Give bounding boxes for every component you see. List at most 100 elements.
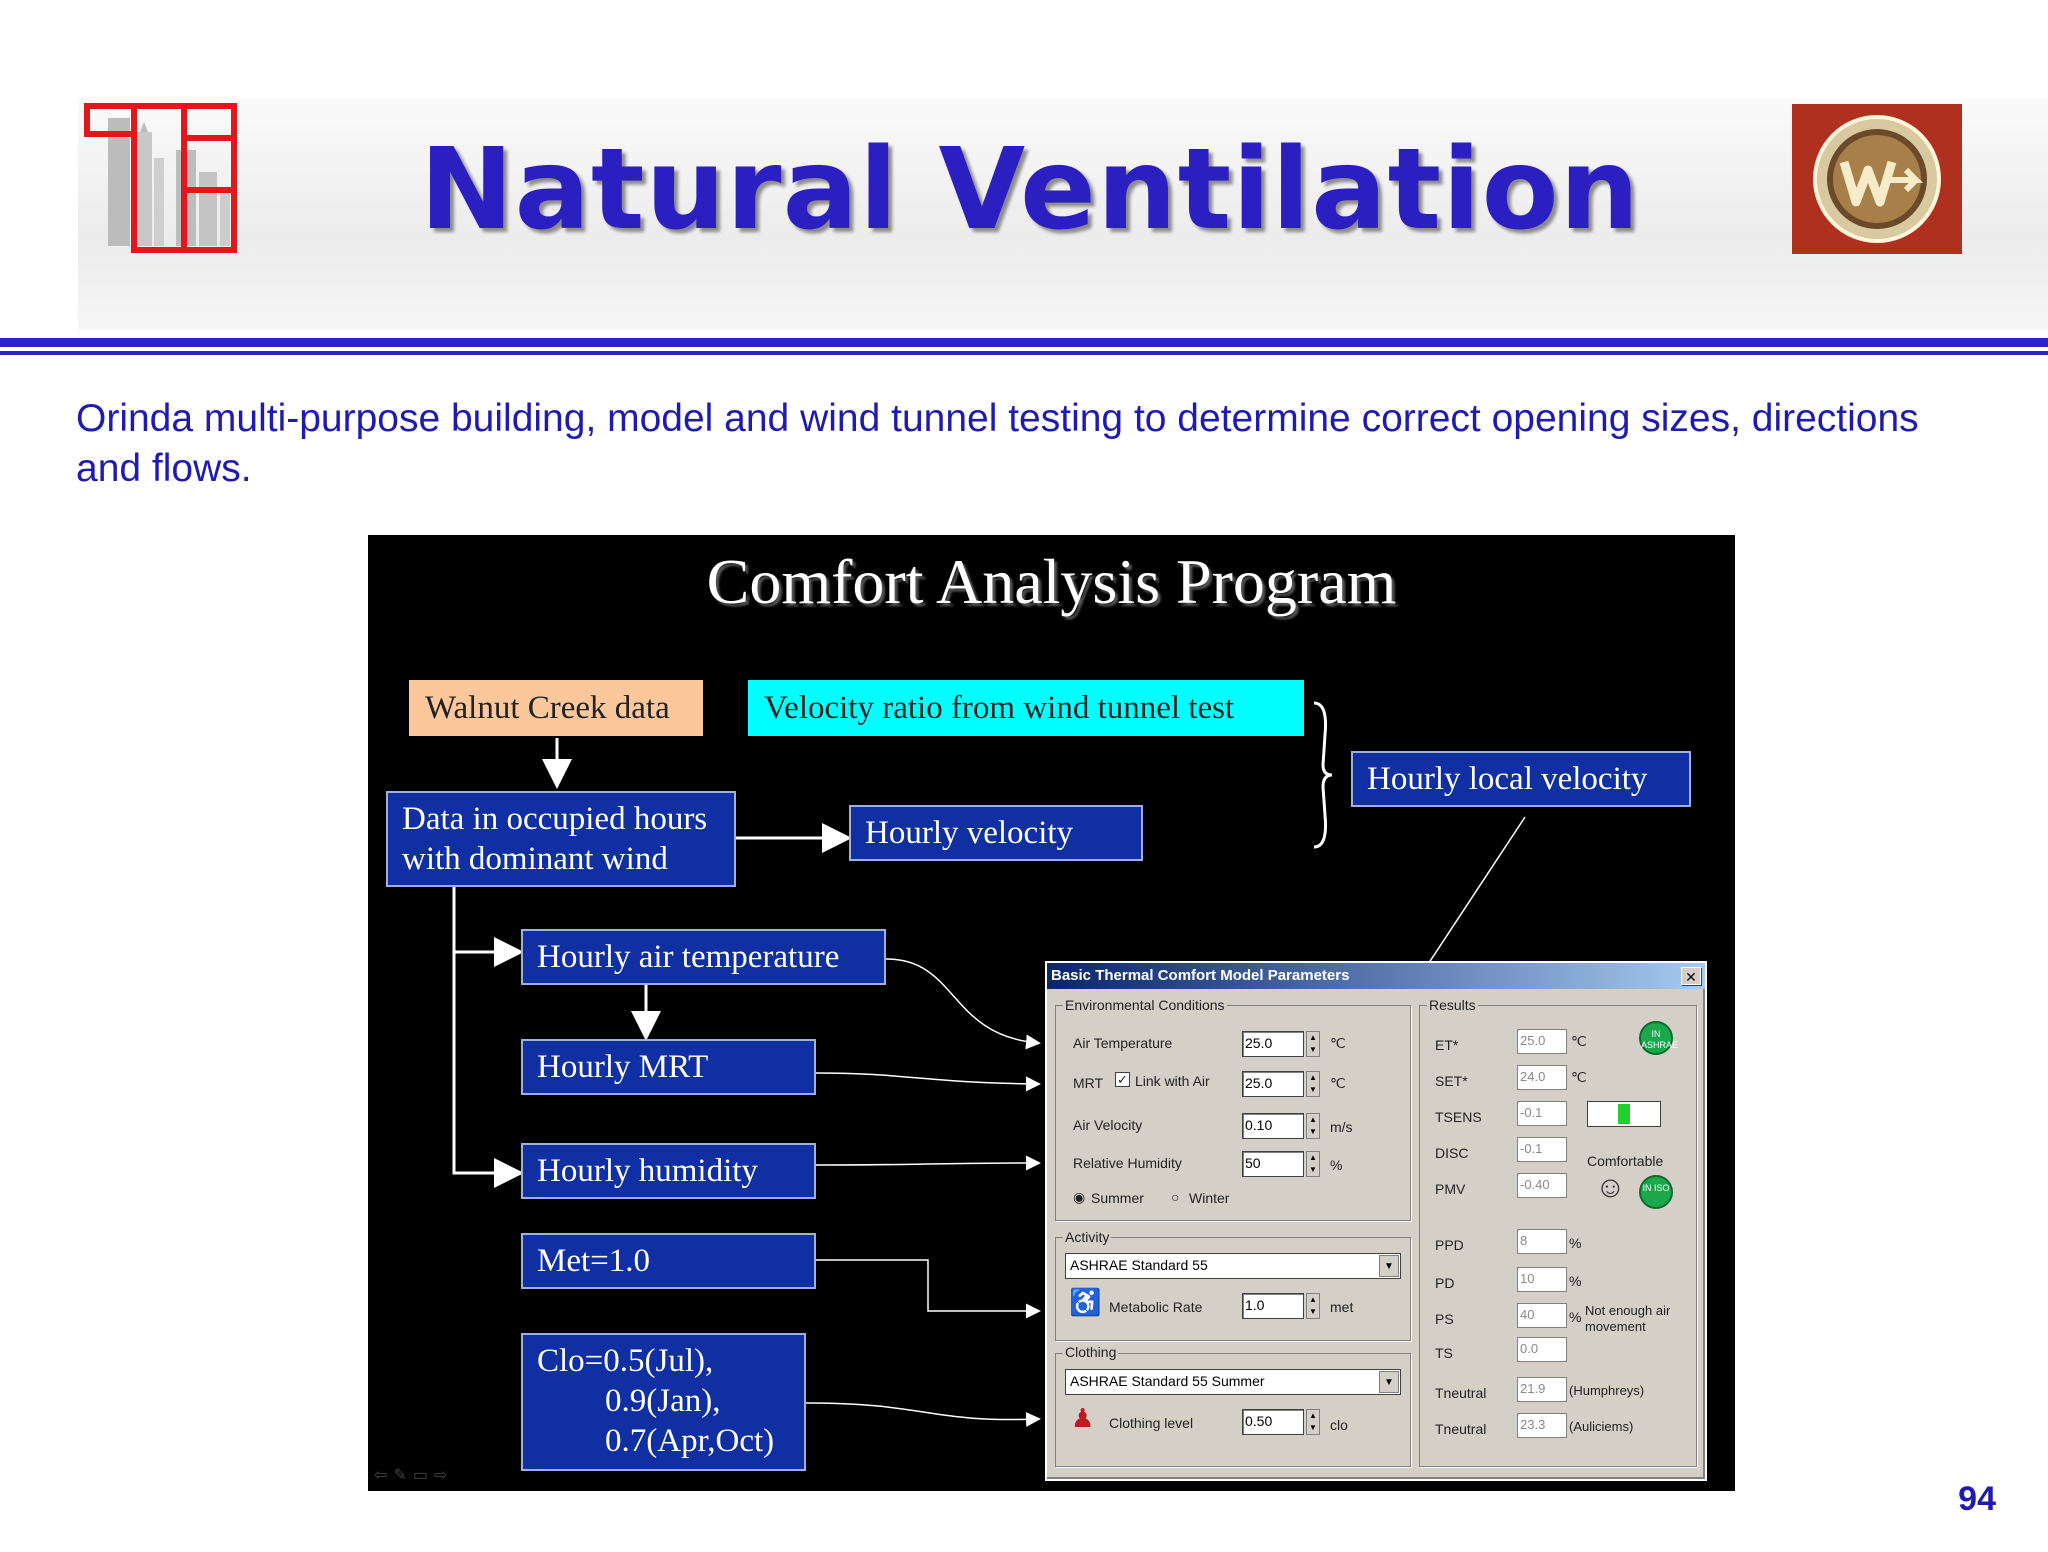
clo-box: Clo=0.5(Jul), 0.9(Jan), 0.7(Apr,Oct): [521, 1333, 806, 1471]
result-pd-unit: %: [1569, 1273, 1582, 1289]
air-velocity-unit: m/s: [1330, 1119, 1353, 1135]
result-tneutral-humphreys-value: 21.9: [1517, 1377, 1567, 1402]
result-pmv-label: PMV: [1435, 1181, 1466, 1197]
person-seated-icon: ♿: [1069, 1287, 1102, 1317]
result-tneutral-humphreys-label: Tneutral: [1435, 1385, 1487, 1401]
clothing-level-input[interactable]: 0.50: [1242, 1409, 1304, 1435]
relative-humidity-spinner[interactable]: ▲▼: [1306, 1151, 1320, 1177]
clo-line3: 0.7(Apr,Oct): [605, 1423, 775, 1459]
result-ppd-value: 8: [1517, 1229, 1567, 1254]
air-velocity-input[interactable]: 0.10: [1242, 1113, 1304, 1139]
figure-title: Comfort Analysis Program: [706, 546, 1397, 617]
title-rule-thick: [0, 338, 2048, 347]
degree-unit-icon: ℃: [1571, 1033, 1587, 1049]
result-ppd-unit: %: [1569, 1235, 1582, 1251]
comfort-parameters-dialog: Basic Thermal Comfort Model Parameters ✕…: [1045, 961, 1707, 1481]
chevron-down-icon[interactable]: ▼: [1379, 1371, 1399, 1393]
tsens-scale-indicator: [1618, 1104, 1630, 1124]
clothing-group: [1055, 1353, 1411, 1467]
in-ashrae-badge-icon: IN ASHRAE: [1639, 1021, 1678, 1055]
hourly-local-velocity-box: Hourly local velocity: [1351, 751, 1691, 807]
result-tsens-value: -0.1: [1517, 1101, 1567, 1126]
clo-line2: 0.9(Jan),: [605, 1383, 721, 1419]
slideshow-controls[interactable]: ⇦✎▭⇨: [374, 1465, 453, 1485]
header-background: [78, 98, 2048, 330]
title-rule-thin: [0, 351, 2048, 355]
hourly-humidity-box: Hourly humidity: [521, 1143, 816, 1199]
winter-radio[interactable]: ○: [1171, 1189, 1180, 1205]
close-icon[interactable]: ✕: [1681, 967, 1701, 985]
dialog-titlebar: Basic Thermal Comfort Model Parameters: [1047, 963, 1705, 989]
results-group: [1419, 1005, 1697, 1467]
pen-icon[interactable]: ✎: [393, 1467, 413, 1484]
activity-select-value: ASHRAE Standard 55: [1070, 1257, 1208, 1273]
relative-humidity-label: Relative Humidity: [1073, 1155, 1182, 1171]
result-disc-value: -0.1: [1517, 1137, 1567, 1162]
prev-arrow-icon[interactable]: ⇦: [374, 1467, 394, 1484]
chevron-down-icon[interactable]: ▼: [1379, 1255, 1399, 1277]
in-iso-badge-icon: IN ISO: [1639, 1175, 1673, 1209]
link-with-air-label: Link with Air: [1135, 1073, 1210, 1089]
velocity-ratio-box: Velocity ratio from wind tunnel test: [748, 680, 1304, 736]
hourly-air-temperature-box: Hourly air temperature: [521, 929, 886, 985]
result-ts-value: 0.0: [1517, 1337, 1567, 1362]
mrt-spinner[interactable]: ▲▼: [1306, 1071, 1320, 1097]
clothing-level-spinner[interactable]: ▲▼: [1306, 1409, 1320, 1435]
result-disc-label: DISC: [1435, 1145, 1469, 1161]
menu-icon[interactable]: ▭: [412, 1467, 434, 1484]
clothing-select[interactable]: ASHRAE Standard 55 Summer▼: [1065, 1369, 1401, 1395]
clothing-label: Clothing: [1063, 1344, 1119, 1360]
not-enough-air-line2: movement: [1585, 1319, 1646, 1334]
link-with-air-checkbox[interactable]: ✓: [1115, 1072, 1130, 1087]
occupied-hours-line1: Data in occupied hours: [402, 801, 708, 837]
result-pmv-value: -0.40: [1517, 1173, 1567, 1198]
person-clothing-icon: ♟: [1071, 1403, 1095, 1433]
activity-select[interactable]: ASHRAE Standard 55 ▼: [1065, 1253, 1401, 1279]
result-ppd-label: PPD: [1435, 1237, 1464, 1253]
air-temperature-spinner[interactable]: ▲▼: [1306, 1031, 1320, 1057]
comfortable-text: Comfortable: [1587, 1153, 1664, 1169]
environmental-conditions-group: [1055, 1005, 1411, 1221]
clothing-level-unit: clo: [1330, 1417, 1348, 1433]
air-velocity-label: Air Velocity: [1073, 1117, 1143, 1133]
comfort-analysis-figure: Comfort Analysis Program Walnut Creek da…: [368, 535, 1735, 1491]
flow-connectors: [452, 701, 1526, 1427]
walnut-creek-data-box: Walnut Creek data: [409, 680, 703, 736]
summer-radio[interactable]: ◉: [1073, 1189, 1086, 1205]
slide-subtitle: Orinda multi-purpose building, model and…: [76, 397, 1919, 490]
metabolic-rate-input[interactable]: 1.0: [1242, 1293, 1304, 1319]
result-set-value: 24.0: [1517, 1065, 1567, 1090]
result-ps-label: PS: [1435, 1311, 1454, 1327]
activity-label: Activity: [1063, 1229, 1112, 1245]
air-temperature-label: Air Temperature: [1073, 1035, 1173, 1051]
degree-unit-icon: ℃: [1330, 1035, 1346, 1051]
result-ps-value: 40: [1517, 1303, 1567, 1328]
result-tneutral-auliciems-label: Tneutral: [1435, 1421, 1487, 1437]
metabolic-rate-label: Metabolic Rate: [1109, 1299, 1203, 1315]
metabolic-rate-spinner[interactable]: ▲▼: [1306, 1293, 1320, 1319]
result-pd-label: PD: [1435, 1275, 1455, 1291]
result-et-label: ET*: [1435, 1037, 1459, 1053]
result-tneutral-humphreys-unit: (Humphreys): [1569, 1383, 1645, 1398]
environmental-conditions-label: Environmental Conditions: [1063, 997, 1227, 1013]
air-velocity-spinner[interactable]: ▲▼: [1306, 1113, 1320, 1139]
relative-humidity-input[interactable]: 50: [1242, 1151, 1304, 1177]
clo-line1: Clo=0.5(Jul),: [537, 1343, 714, 1379]
tsens-scale-bar: [1587, 1101, 1661, 1127]
results-label: Results: [1427, 997, 1478, 1013]
hourly-velocity-box: Hourly velocity: [849, 805, 1143, 861]
metabolic-rate-unit: met: [1330, 1299, 1354, 1315]
summer-label: Summer: [1091, 1190, 1144, 1206]
result-et-value: 25.0: [1517, 1029, 1567, 1054]
not-enough-air-line1: Not enough air: [1585, 1303, 1671, 1318]
next-arrow-icon[interactable]: ⇨: [433, 1467, 454, 1484]
result-pd-value: 10: [1517, 1267, 1567, 1292]
degree-unit-icon: ℃: [1330, 1075, 1346, 1091]
mrt-input[interactable]: 25.0: [1242, 1071, 1304, 1097]
met-box: Met=1.0: [521, 1233, 816, 1289]
result-ps-unit: %: [1569, 1309, 1582, 1325]
occupied-hours-line2: with dominant wind: [402, 841, 668, 877]
activity-group: [1055, 1237, 1411, 1341]
logo-right: [1792, 104, 1962, 254]
air-temperature-input[interactable]: 25.0: [1242, 1031, 1304, 1057]
